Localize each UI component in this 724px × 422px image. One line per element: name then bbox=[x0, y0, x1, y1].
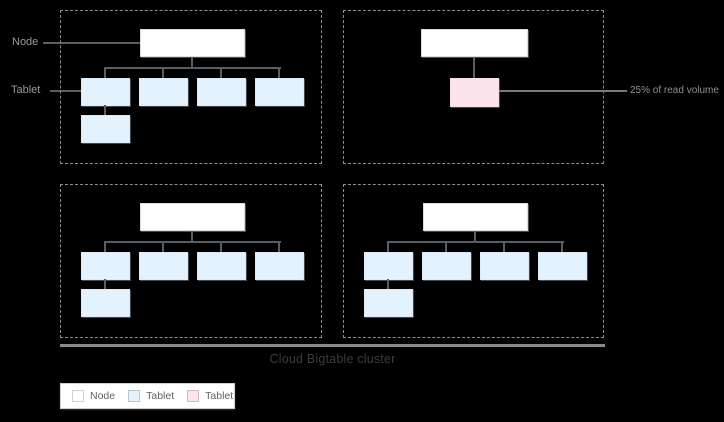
tablet-box bbox=[422, 252, 471, 280]
legend-item-tablet: Tablet bbox=[128, 390, 174, 402]
tablet-box bbox=[480, 252, 529, 280]
node-pointer-line bbox=[43, 42, 140, 44]
tablet-box bbox=[364, 252, 413, 280]
hot-tablet-box bbox=[450, 78, 499, 107]
legend-item-node: Node bbox=[72, 390, 115, 402]
read-volume-pointer-line bbox=[499, 90, 627, 92]
tablet-box bbox=[538, 252, 587, 280]
tablet-box bbox=[255, 78, 304, 106]
connector-line bbox=[503, 241, 505, 253]
connector-line bbox=[104, 279, 106, 290]
node-pointer-label: Node bbox=[12, 36, 39, 48]
connector-line bbox=[445, 241, 447, 253]
legend-label: Node bbox=[90, 390, 116, 402]
tablet-box bbox=[139, 78, 188, 106]
connector-line bbox=[388, 241, 564, 243]
connector-line bbox=[474, 231, 476, 242]
connector-line bbox=[220, 241, 222, 253]
connector-line bbox=[104, 105, 106, 116]
connector-line bbox=[191, 57, 193, 68]
tablet-box bbox=[197, 78, 246, 106]
connector-line bbox=[278, 241, 280, 253]
tablet-box bbox=[255, 252, 304, 280]
tablet-pointer-label: Tablet bbox=[11, 84, 41, 96]
node-box bbox=[140, 203, 245, 231]
tablet-box bbox=[364, 289, 413, 317]
node-group-2 bbox=[343, 10, 604, 164]
connector-line bbox=[162, 67, 164, 79]
connector-line bbox=[162, 241, 164, 253]
connector-line bbox=[104, 67, 106, 79]
tablet-box bbox=[197, 252, 246, 280]
tablet-box bbox=[81, 78, 130, 106]
tablet-box bbox=[81, 289, 130, 317]
connector-line bbox=[105, 241, 281, 243]
connector-line bbox=[387, 279, 389, 290]
node-swatch-icon bbox=[72, 390, 84, 402]
legend-label: Tablet bbox=[146, 390, 175, 402]
connector-line bbox=[561, 241, 563, 253]
tablet-box bbox=[81, 115, 130, 143]
tablet-swatch-icon bbox=[128, 390, 141, 402]
node-box bbox=[423, 203, 528, 231]
connector-line bbox=[191, 231, 193, 242]
connector-line bbox=[473, 57, 475, 79]
legend: Node Tablet Tablet bbox=[60, 383, 235, 409]
legend-label: Tablet bbox=[205, 390, 234, 402]
legend-item-hot-tablet: Tablet bbox=[187, 390, 233, 402]
read-volume-label: 25% of read volume bbox=[630, 85, 719, 96]
connector-line bbox=[220, 67, 222, 79]
node-group-1 bbox=[60, 10, 322, 164]
cluster-title: Cloud Bigtable cluster bbox=[269, 352, 396, 366]
tablet-box bbox=[81, 252, 130, 280]
node-group-4 bbox=[343, 184, 604, 338]
tablet-pointer-line bbox=[50, 90, 81, 92]
connector-line bbox=[104, 241, 106, 253]
cluster-bracket-line bbox=[60, 344, 605, 347]
node-box bbox=[421, 29, 528, 57]
tablet-box bbox=[139, 252, 188, 280]
connector-line bbox=[387, 241, 389, 253]
node-group-3 bbox=[60, 184, 322, 338]
connector-line bbox=[105, 67, 281, 69]
hot-tablet-swatch-icon bbox=[187, 390, 200, 402]
connector-line bbox=[278, 67, 280, 79]
node-box bbox=[140, 29, 245, 57]
